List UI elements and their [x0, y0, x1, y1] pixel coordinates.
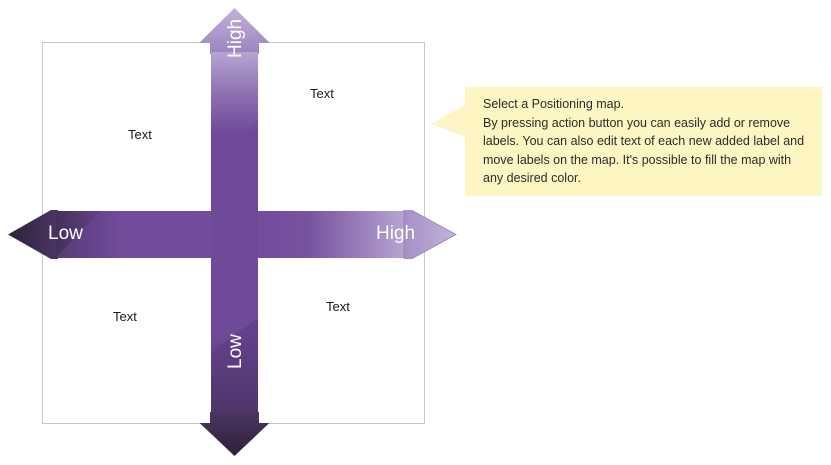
quadrant-bottom-right[interactable]	[259, 259, 424, 423]
callout-pointer-icon	[431, 104, 466, 137]
axis-label-vertical-high[interactable]: High	[225, 18, 246, 58]
quadrant-top-left[interactable]	[43, 43, 210, 210]
callout-text: Select a Positioning map. By pressing ac…	[483, 97, 805, 185]
quadrant-top-right[interactable]	[259, 43, 424, 210]
quadrant-label-top-right[interactable]: Text	[310, 86, 334, 101]
axis-label-horizontal-low[interactable]: Low	[48, 223, 83, 244]
help-callout: Select a Positioning map. By pressing ac…	[431, 87, 822, 196]
quadrant-label-top-left[interactable]: Text	[128, 127, 152, 142]
axis-label-vertical-low[interactable]: Low	[225, 334, 246, 369]
quadrant-bottom-left[interactable]	[43, 259, 210, 423]
quadrant-label-bottom-right[interactable]: Text	[326, 299, 350, 314]
callout-box: Select a Positioning map. By pressing ac…	[465, 87, 822, 196]
quadrant-label-bottom-left[interactable]: Text	[113, 309, 137, 324]
axis-arrows	[8, 8, 457, 456]
positioning-map[interactable]: Text Text Text Text Low High High Low	[0, 0, 470, 465]
axis-label-horizontal-high[interactable]: High	[376, 223, 416, 244]
